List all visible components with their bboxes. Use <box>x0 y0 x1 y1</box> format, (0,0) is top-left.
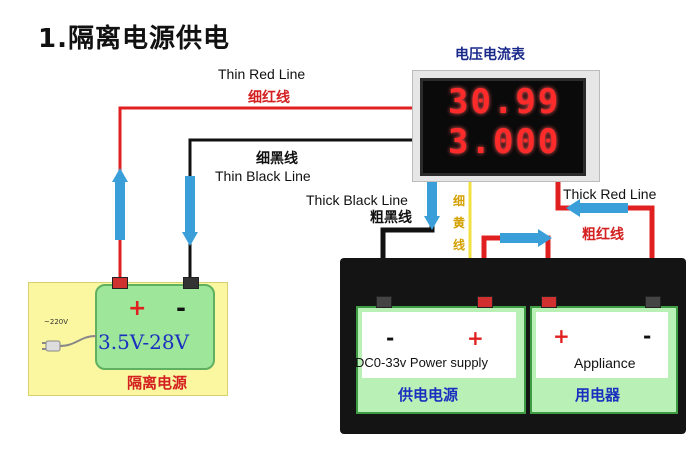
arrow-down-black <box>185 176 195 234</box>
thick-black-label-en: Thick Black Line <box>306 192 408 208</box>
isolated-supply-body <box>95 284 215 370</box>
supply-plus-sign: + <box>467 326 484 350</box>
thin-yellow-label-3: 线 <box>453 238 466 252</box>
thick-red-label-en: Thick Red Line <box>563 186 657 202</box>
arrow-down-thick-black <box>427 178 437 218</box>
appliance-minus-sign: - <box>643 324 652 348</box>
arrow-left-thick-red <box>578 203 628 213</box>
supply-plus-terminal <box>477 296 493 308</box>
appliance-plus-terminal <box>541 296 557 308</box>
supply-minus-sign: - <box>386 326 395 350</box>
thick-black-label-cn: 粗黑线 <box>370 210 412 226</box>
meter-current-reading: 3.000 <box>448 122 561 162</box>
appliance-en-label: Appliance <box>574 355 636 371</box>
plug-icon <box>42 335 97 352</box>
appliance-minus-terminal <box>645 296 661 308</box>
power-supply-en-label: DC0-33v Power supply <box>355 355 488 370</box>
page-title: 1.隔离电源供电 <box>38 24 230 54</box>
iso-minus-sign: - <box>176 294 186 322</box>
thin-yellow-label-1: 细 <box>453 194 466 208</box>
meter-title: 电压电流表 <box>455 47 525 63</box>
meter-display <box>420 78 586 176</box>
power-supply-cn-label: 供电电源 <box>398 386 459 404</box>
iso-voltage-range: 3.5V-28V <box>98 330 190 354</box>
meter-voltage-reading: 30.99 <box>448 82 561 122</box>
iso-supply-name: 隔离电源 <box>127 374 188 392</box>
arrow-right-thick-red <box>500 233 540 243</box>
arrow-up-red <box>115 180 125 240</box>
appliance-plus-sign: + <box>553 324 570 348</box>
iso-minus-terminal <box>183 277 199 289</box>
appliance-label-area <box>536 312 668 378</box>
appliance-cn-label: 用电器 <box>575 386 621 404</box>
thin-red-label-en: Thin Red Line <box>218 66 306 82</box>
thin-red-label-cn: 细红线 <box>248 90 290 106</box>
iso-plus-sign: + <box>128 296 147 321</box>
thin-yellow-label-2: 黄 <box>453 216 466 230</box>
iso-plus-terminal <box>112 277 128 289</box>
supply-minus-terminal <box>376 296 392 308</box>
thin-black-label-en: Thin Black Line <box>215 168 311 184</box>
thick-red-label-cn: 粗红线 <box>582 227 624 243</box>
power-supply-label-area <box>362 312 516 378</box>
thin-black-label-cn: 细黑线 <box>256 151 298 167</box>
iso-plug-label: ~220V <box>44 318 69 326</box>
